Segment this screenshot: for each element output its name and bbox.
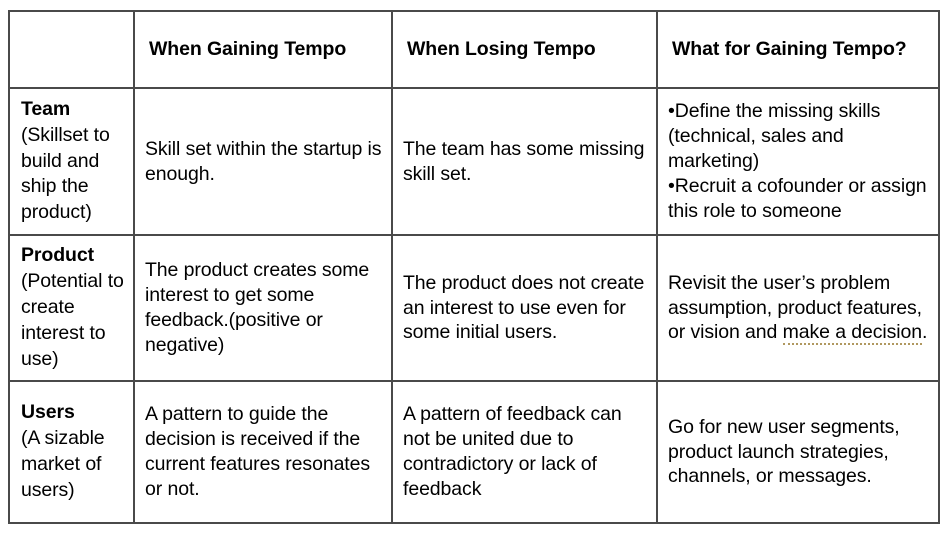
cell-product-gaining: The product creates some interest to get… (133, 234, 393, 382)
cell-team-what-bullet-list: Define the missing skills (technical, sa… (668, 99, 929, 224)
row-label-product: Product (Potential to create interest to… (8, 234, 135, 382)
table-row-users: Users (A sizable market of users) A patt… (8, 380, 940, 524)
row-label-team: Team (Skillset to build and ship the pro… (8, 87, 135, 236)
cell-product-losing-text: The product does not create an interest … (403, 271, 645, 344)
cell-product-what-prefix: Revisit the user’s problem assumption, p… (668, 271, 922, 344)
cell-users-gaining-text: A pattern to guide the decision is recei… (145, 403, 371, 500)
row-label-product-subtitle: (Potential to create interest to use) (21, 270, 124, 370)
cell-users-what: Go for new user segments, product launch… (656, 380, 940, 524)
cell-users-gaining: A pattern to guide the decision is recei… (133, 380, 393, 524)
cell-product-what: Revisit the user’s problem assumption, p… (656, 234, 940, 382)
list-item: Recruit a cofounder or assign this role … (668, 174, 929, 224)
tempo-comparison-table: When Gaining Tempo When Losing Tempo Wha… (8, 10, 940, 524)
header-corner-label (10, 46, 133, 54)
cell-team-what: Define the missing skills (technical, sa… (656, 87, 940, 236)
cell-product-what-text: Revisit the user’s problem assumption, p… (658, 267, 938, 350)
cell-users-what-text: Go for new user segments, product launch… (668, 415, 900, 488)
cell-product-losing: The product does not create an interest … (391, 234, 658, 382)
header-when-losing-tempo-label: When Losing Tempo (407, 38, 596, 61)
cell-users-losing-text: A pattern of feedback can not be united … (403, 403, 622, 500)
header-when-gaining-tempo: When Gaining Tempo (133, 10, 393, 89)
row-label-users-subtitle: (A sizable market of users) (21, 427, 105, 501)
cell-team-gaining: Skill set within the startup is enough. (133, 87, 393, 236)
header-what-for-gaining-tempo: What for Gaining Tempo? (656, 10, 940, 89)
table-row-team: Team (Skillset to build and ship the pro… (8, 87, 940, 236)
header-when-losing-tempo: When Losing Tempo (391, 10, 658, 89)
header-when-gaining-tempo-label: When Gaining Tempo (149, 38, 347, 61)
header-corner-blank (8, 10, 135, 89)
cell-product-gaining-text: The product creates some interest to get… (145, 259, 370, 356)
cell-users-losing: A pattern of feedback can not be united … (391, 380, 658, 524)
cell-team-gaining-text: Skill set within the startup is enough. (145, 137, 382, 185)
cell-product-what-suffix: . (922, 321, 928, 344)
grammar-flagged-phrase: make a decision (782, 321, 923, 346)
table-header-row: When Gaining Tempo When Losing Tempo Wha… (8, 10, 940, 89)
row-label-team-title: Team (21, 97, 71, 120)
row-label-product-title: Product (21, 244, 94, 267)
table-row-product: Product (Potential to create interest to… (8, 234, 940, 382)
cell-team-losing-text: The team has some missing skill set. (403, 137, 645, 185)
row-label-team-subtitle: (Skillset to build and ship the product) (21, 123, 110, 224)
row-label-users-title: Users (21, 401, 75, 424)
list-item: Define the missing skills (technical, sa… (668, 99, 929, 174)
row-label-users: Users (A sizable market of users) (8, 380, 135, 524)
cell-team-losing: The team has some missing skill set. (391, 87, 658, 236)
header-what-for-gaining-tempo-label: What for Gaining Tempo? (672, 38, 907, 61)
